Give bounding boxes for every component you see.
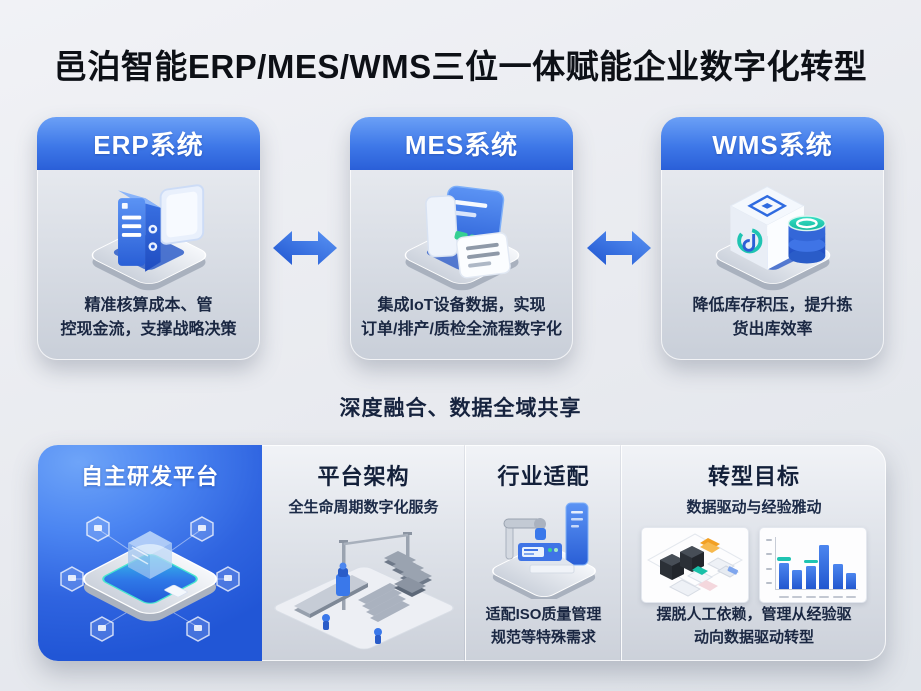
mes-card-title: MES系统 [350, 117, 573, 170]
mini-bar-chart-plot [775, 537, 858, 598]
bar-chart-illustration [759, 527, 867, 603]
mini-bar [845, 573, 856, 589]
wms-cube-database-icon [661, 172, 884, 294]
bottom-panel: 自主研发平台 [38, 445, 886, 661]
fusion-caption: 深度融合、数据全域共享 [339, 397, 582, 420]
factory-production-line-icon [262, 519, 465, 657]
column-platform-architecture: 平台架构 全生命周期数字化服务 [262, 445, 465, 661]
erp-card-description: 精准核算成本、管 控现金流，支撑战略决策 [60, 297, 237, 338]
wms-card-description: 降低库存积压，提升拣 货出库效率 [692, 297, 853, 338]
mes-documents-icon [350, 172, 573, 294]
rd-platform-title: 自主研发平台 [80, 464, 219, 489]
column-transformation-goal: 转型目标 数据驱动与经验雅动 [621, 445, 886, 661]
wms-card-title: WMS系统 [661, 117, 884, 170]
bidirectional-arrow-icon [272, 226, 338, 270]
wms-system-card: WMS系统 [661, 117, 884, 360]
transformation-goal-description: 摆脱人工依赖，管理从经验驱 动向数据驱动转型 [656, 606, 852, 646]
platform-architecture-title: 平台架构 [317, 464, 410, 489]
column-rd-platform: 自主研发平台 [38, 445, 262, 661]
mini-bar-chart-xticks [779, 596, 856, 598]
erp-server-icon [37, 172, 260, 294]
platform-architecture-subtitle: 全生命周期数字化服务 [288, 499, 439, 516]
mini-bar-chart [760, 528, 866, 602]
mes-card-description: 集成IoT设备数据，实现 订单/排产/质检全流程数字化 [361, 297, 562, 338]
robot-arm-equipment-icon [466, 493, 621, 601]
rd-platform-chip-icon [38, 493, 262, 655]
page-title: 邑泊智能ERP/MES/WMS三位一体赋能企业数字化转型 [53, 48, 868, 85]
mini-bar [832, 564, 843, 589]
transformation-goal-title: 转型目标 [707, 464, 800, 489]
erp-card-title: ERP系统 [37, 117, 260, 170]
goal-images-row [622, 527, 886, 603]
transformation-goal-subtitle: 数据驱动与经验雅动 [686, 499, 822, 516]
mini-bar-chart-yticks [766, 537, 775, 590]
mini-bar [792, 570, 803, 589]
column-industry-adaptation: 行业适配 [465, 445, 621, 661]
industry-adaptation-description: 适配ISO质量管理 规范等特殊需求 [485, 606, 602, 646]
mes-system-card: MES系统 [350, 117, 573, 360]
mini-bar [819, 545, 830, 589]
bidirectional-arrow-icon [586, 226, 652, 270]
logistics-boxes-illustration [641, 527, 749, 603]
mini-bar-chart-bars [777, 539, 856, 589]
mini-bar [777, 557, 791, 589]
industry-adaptation-title: 行业适配 [497, 464, 590, 489]
erp-system-card: ERP系统 [37, 117, 260, 360]
mini-bar [803, 559, 818, 589]
